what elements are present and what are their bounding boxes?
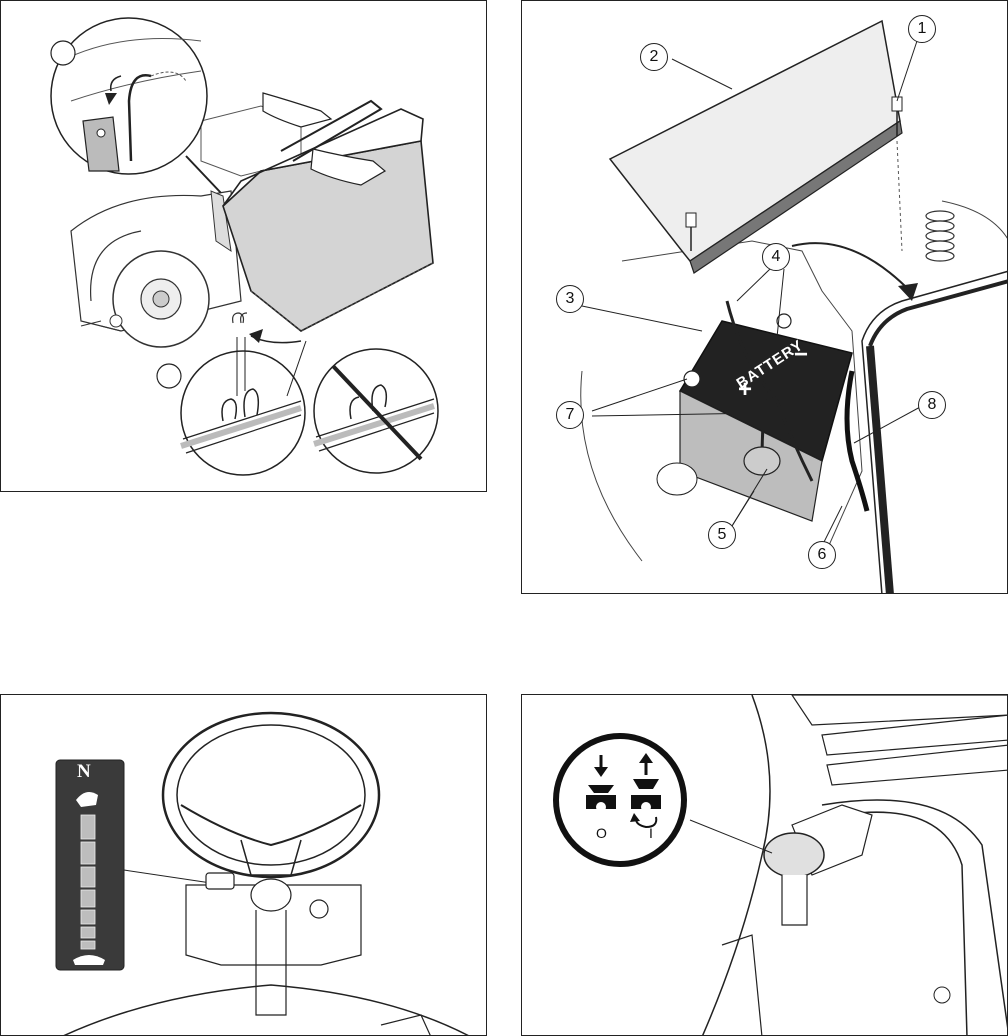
choke-off-label: O: [596, 825, 607, 841]
callout-2: 2: [640, 43, 668, 71]
choke-drawing: [522, 695, 1008, 1036]
callout-5: 5: [708, 521, 736, 549]
negative-terminal-sign: −: [794, 341, 808, 369]
throttle-control-illustration: N: [0, 694, 487, 1036]
choke-knob: [764, 833, 824, 877]
positive-terminal-sign: +: [738, 376, 752, 404]
throttle-lever: [206, 873, 234, 889]
callout-6: 6: [808, 541, 836, 569]
callout-8: 8: [918, 391, 946, 419]
collector-drawing: [1, 1, 487, 492]
steering-drawing: [1, 695, 487, 1036]
choke-on-label: I: [649, 825, 653, 841]
throttle-scale: [56, 760, 124, 970]
ignition-key-icon: [310, 900, 328, 918]
steering-wheel: [163, 713, 379, 877]
callout-1: 1: [908, 15, 936, 43]
callout-3: 3: [556, 285, 584, 313]
battery-drawing: [522, 1, 1008, 594]
throttle-top-label: N: [77, 761, 91, 783]
callout-7: 7: [556, 401, 584, 429]
collector-mounting-illustration: [0, 0, 487, 492]
callout-4: 4: [762, 243, 790, 271]
choke-control-illustration: O I: [521, 694, 1008, 1036]
choke-symbol-circle: [556, 736, 684, 864]
battery-installation-illustration: 1 2 3 4 5 6 7 8 BATTERY + −: [521, 0, 1008, 594]
